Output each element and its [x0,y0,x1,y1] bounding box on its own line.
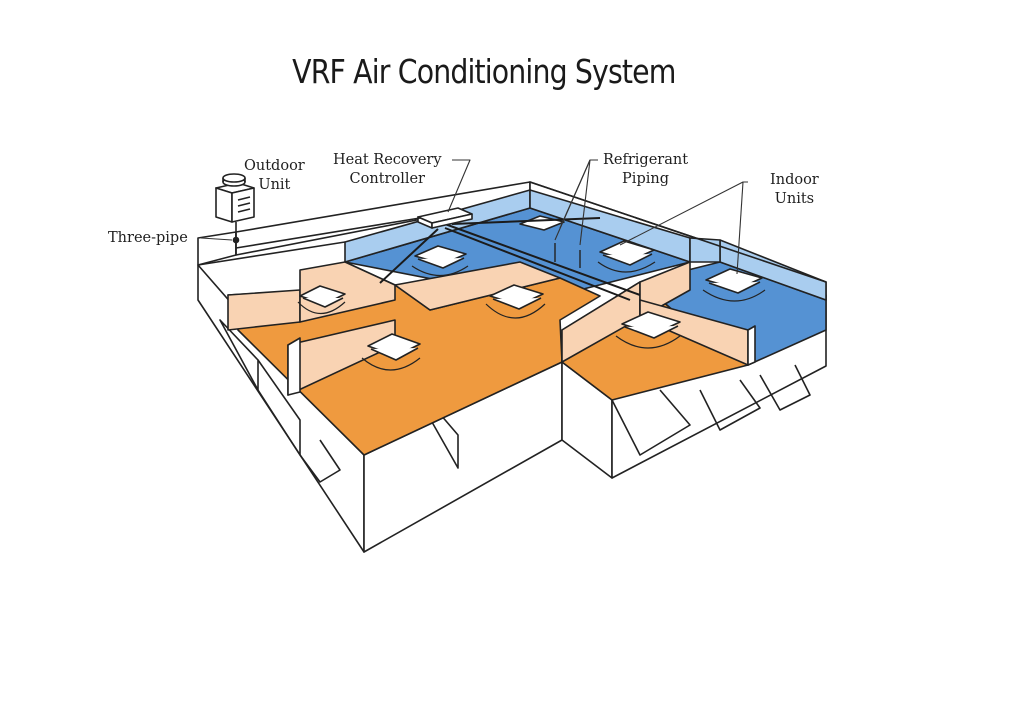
lower-divider-7 [759,364,811,411]
lower-divider-3 [299,439,341,483]
partition-left-face [287,337,301,396]
warm-wall-center [394,261,561,311]
indoor-unit-2 [367,333,421,361]
warm-wall-left-room [227,289,301,331]
label-indoor-units: Indoor Units [770,171,819,209]
label-indoor-units-line-1: Indoor [770,172,819,188]
label-refrigerant-piping: Refrigerant Piping [603,151,688,189]
diagram-title: VRF Air Conditioning System [292,52,676,91]
lower-divider-5 [611,389,691,456]
indoor-unit-6 [599,240,655,266]
indoor-unit-7 [414,245,467,269]
label-refrigerant-line-1: Refrigerant [603,152,689,168]
indoor-unit-3 [489,284,544,310]
partition-right-face [747,325,756,366]
label-heat-recovery-line-2: Controller [349,171,425,187]
label-heat-recovery-line-1: Heat Recovery [333,152,442,168]
label-three-pipe: Three-pipe [108,230,188,246]
indoor-unit-4 [621,311,681,339]
indoor-unit-5 [705,268,763,294]
leader-lines [200,159,748,275]
label-indoor-units-line-2: Units [774,191,815,207]
refrigerant-piping [379,217,641,301]
lower-divider-6 [699,379,761,431]
three-pipe-to-controller [235,217,421,249]
label-outdoor-unit-line-1: Outdoor [244,158,305,174]
indoor-unit-1 [299,285,346,308]
lower-divider-2 [257,359,301,456]
outdoor-unit-icon [215,173,255,223]
heat-recovery-controller-box [417,207,473,229]
airflow-arcs [297,261,766,371]
label-refrigerant-line-2: Piping [622,171,669,187]
label-heat-recovery-controller: Heat Recovery Controller [333,151,442,189]
label-outdoor-unit-line-2: Unit [258,177,291,193]
top-edge-right [529,181,827,283]
label-outdoor-unit: Outdoor Unit [244,157,305,195]
three-pipe-junction [232,236,240,244]
lower-divider-1 [219,319,259,391]
top-edge-left [197,241,346,266]
